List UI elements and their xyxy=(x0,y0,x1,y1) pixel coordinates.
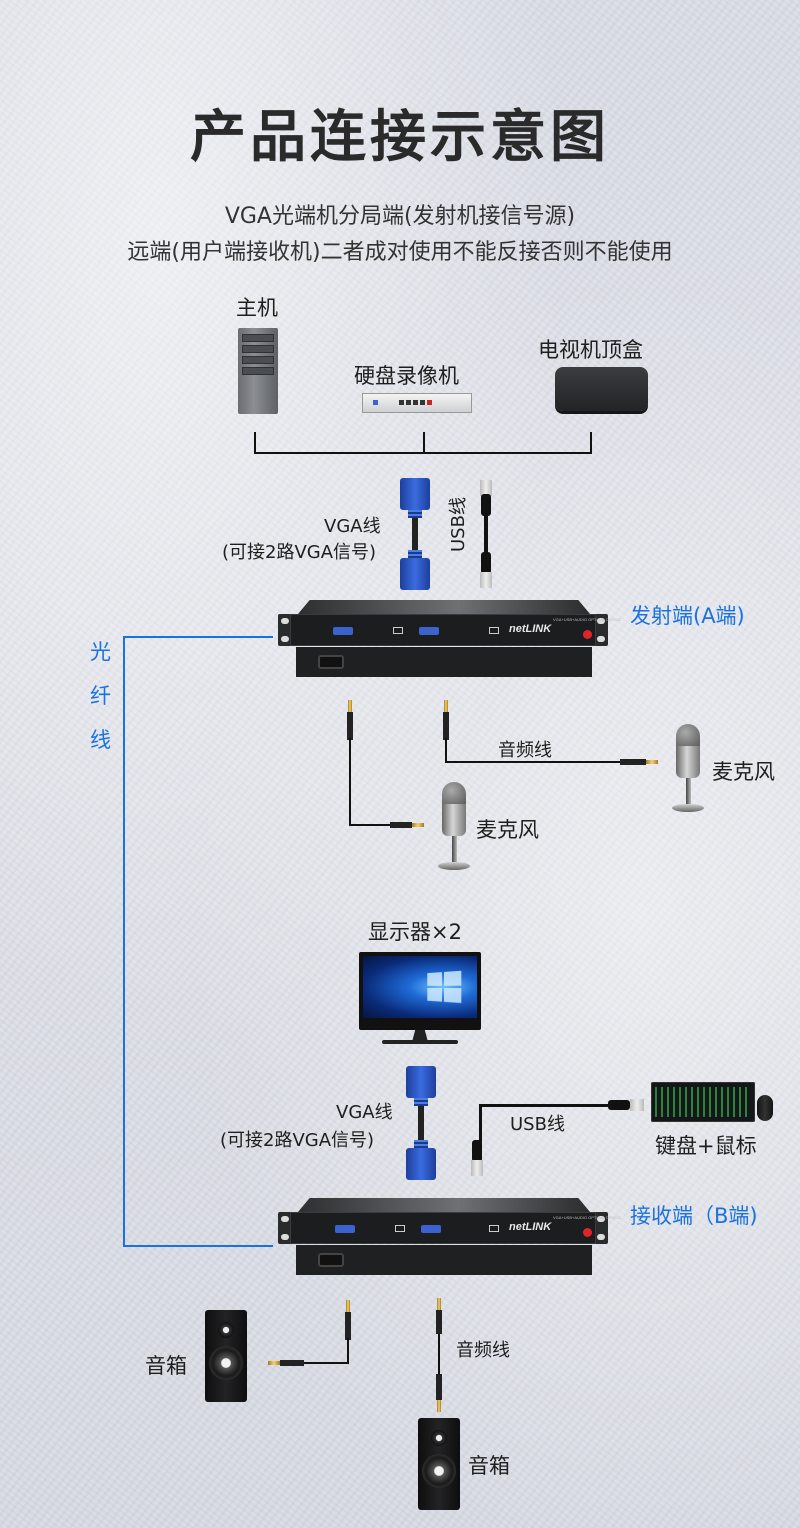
connector-line xyxy=(254,432,256,454)
power-socket-icon xyxy=(318,1253,344,1267)
vga-port-icon xyxy=(335,1225,355,1233)
fiber-char-2: 纤 xyxy=(90,684,111,708)
microphone-icon xyxy=(436,782,472,874)
fiber-line xyxy=(123,1245,273,1247)
transmitter-device: VGA+USB+AUDIO OPTICAL DEVICE netLINK xyxy=(278,600,621,700)
usb-cable-label-b: USB线 xyxy=(510,1114,565,1135)
keyboard-mouse-label: 键盘+鼠标 xyxy=(655,1134,757,1158)
dvr-icon xyxy=(362,393,472,413)
audio-cable-label-b: 音频线 xyxy=(456,1340,510,1361)
monitor-base xyxy=(382,1040,458,1044)
dvr-label: 硬盘录像机 xyxy=(354,364,459,388)
monitor-stand xyxy=(412,1030,428,1042)
subtitle-line-2: 远端(用户端接收机)二者成对使用不能反接否则不能使用 xyxy=(127,240,673,265)
usb-port-icon xyxy=(489,1225,499,1232)
host-label: 主机 xyxy=(236,296,278,320)
set-top-box-icon xyxy=(555,367,648,411)
usb-port-icon xyxy=(393,627,403,634)
connector-line xyxy=(423,432,425,454)
fiber-line xyxy=(123,636,273,638)
fiber-line xyxy=(123,636,125,1246)
usb-cable-icon xyxy=(478,480,494,588)
microphone-label-left: 麦克风 xyxy=(476,818,539,842)
device-model: VGA+USB+AUDIO OPTICAL DEVICE xyxy=(553,617,622,622)
audio-cable-line xyxy=(445,761,625,763)
page-title: 产品连接示意图 xyxy=(190,105,610,170)
vga-port-icon xyxy=(421,1225,441,1233)
speaker-label-left: 音箱 xyxy=(145,1354,187,1378)
power-button xyxy=(583,1228,592,1237)
vga-cable-label-a: VGA线 xyxy=(324,516,381,537)
microphone-label-right: 麦克风 xyxy=(712,760,775,784)
power-socket-icon xyxy=(318,655,344,669)
device-model: VGA+USB+AUDIO OPTICAL DEVICE xyxy=(553,1215,622,1220)
audio-cable-icon xyxy=(436,1298,442,1416)
vga-port-icon xyxy=(419,627,439,635)
monitor-label: 显示器×2 xyxy=(368,920,462,944)
vga-cable-note-a: (可接2路VGA信号) xyxy=(222,542,377,563)
connector-line xyxy=(254,452,592,454)
transmitter-label: 发射端(A端) xyxy=(630,604,745,628)
receiver-label: 接收端（B端) xyxy=(630,1204,758,1228)
usb-port-icon xyxy=(395,1225,405,1232)
usb-cable-line xyxy=(479,1104,609,1107)
vga-cable-label-b: VGA线 xyxy=(336,1102,393,1123)
speaker-label-bottom: 音箱 xyxy=(468,1454,510,1478)
speaker-icon xyxy=(205,1310,247,1402)
monitor-icon xyxy=(359,952,481,1030)
device-brand: netLINK xyxy=(509,1221,552,1233)
vga-cable-icon xyxy=(400,478,430,590)
subtitle-line-1: VGA光端机分局端(发射机接信号源) xyxy=(224,204,576,229)
audio-cable-line xyxy=(445,738,447,763)
set-top-box-label: 电视机顶盒 xyxy=(538,338,643,362)
mouse-icon xyxy=(757,1095,773,1121)
connector-line xyxy=(590,432,592,454)
audio-cable-line xyxy=(347,1338,349,1364)
audio-cable-line xyxy=(349,738,351,826)
vga-cable-note-b: (可接2路VGA信号) xyxy=(220,1130,375,1151)
microphone-icon xyxy=(670,724,706,816)
audio-cable-label-a: 音频线 xyxy=(498,740,552,761)
vga-cable-icon xyxy=(406,1066,436,1182)
usb-cable-label-a: USB线 xyxy=(448,497,469,552)
fiber-char-3: 线 xyxy=(90,728,111,752)
pc-tower-icon xyxy=(238,328,278,414)
keyboard-icon xyxy=(651,1082,755,1122)
fiber-char-1: 光 xyxy=(90,640,111,664)
power-button xyxy=(583,630,592,639)
receiver-device: VGA+USB+AUDIO OPTICAL DEVICE netLINK xyxy=(278,1198,621,1298)
audio-cable-line xyxy=(300,1362,349,1364)
audio-cable-line xyxy=(349,824,399,826)
usb-port-icon xyxy=(489,627,499,634)
vga-port-icon xyxy=(333,627,353,635)
usb-cable-line xyxy=(479,1104,482,1142)
windows-logo-icon xyxy=(427,970,462,1004)
speaker-icon xyxy=(418,1418,460,1510)
device-brand: netLINK xyxy=(509,623,552,635)
